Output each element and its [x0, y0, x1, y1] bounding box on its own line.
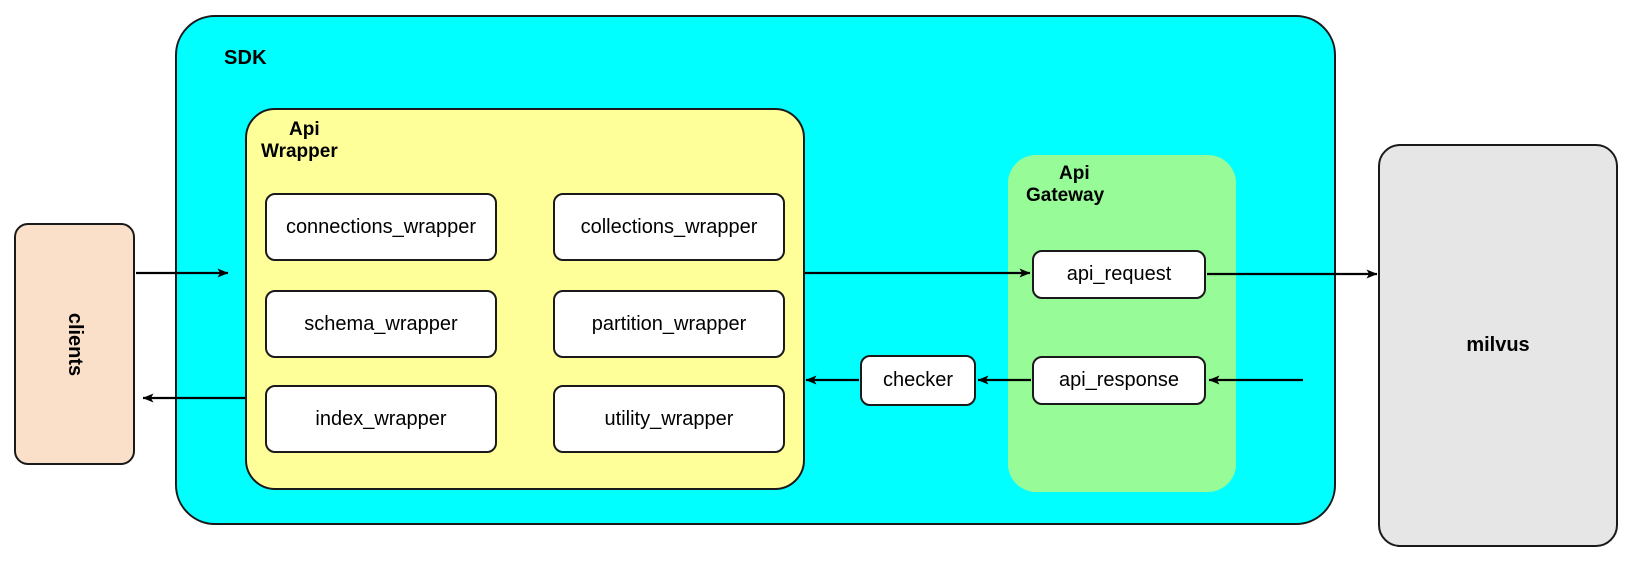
node-label: connections_wrapper [285, 215, 477, 238]
sdk-label: SDK [224, 47, 267, 69]
node-collections-wrapper[interactable]: collections_wrapper [553, 193, 785, 261]
api-wrapper-label-line2: Wrapper [261, 141, 338, 163]
api-wrapper-label: Api Wrapper [261, 119, 411, 164]
api-gateway-label: Api Gateway [1026, 163, 1196, 208]
node-api-response[interactable]: api_response [1032, 356, 1206, 405]
node-label: api_request [1066, 263, 1172, 285]
node-index-wrapper[interactable]: index_wrapper [265, 385, 497, 453]
node-checker[interactable]: checker [860, 355, 976, 406]
node-connections-wrapper[interactable]: connections_wrapper [265, 193, 497, 261]
node-utility-wrapper[interactable]: utility_wrapper [553, 385, 785, 453]
node-label: index_wrapper [315, 407, 447, 430]
node-schema-wrapper[interactable]: schema_wrapper [265, 290, 497, 358]
clients-box[interactable]: clients [14, 223, 135, 465]
node-label: api_response [1058, 369, 1180, 391]
node-api-request[interactable]: api_request [1032, 250, 1206, 299]
node-partition-wrapper[interactable]: partition_wrapper [553, 290, 785, 358]
api-wrapper-label-line1: Api [289, 119, 320, 140]
api-gateway-label-line2: Gateway [1026, 185, 1105, 207]
node-label: utility_wrapper [604, 407, 734, 430]
node-label: collections_wrapper [580, 215, 758, 238]
milvus-box[interactable]: milvus [1378, 144, 1618, 547]
node-label: checker [882, 369, 954, 391]
node-label: partition_wrapper [591, 312, 747, 335]
api-gateway-label-line1: Api [1059, 163, 1090, 184]
api-gateway-container[interactable]: Api Gateway [1008, 155, 1236, 492]
node-label: schema_wrapper [304, 312, 458, 335]
milvus-label: milvus [1466, 334, 1530, 356]
